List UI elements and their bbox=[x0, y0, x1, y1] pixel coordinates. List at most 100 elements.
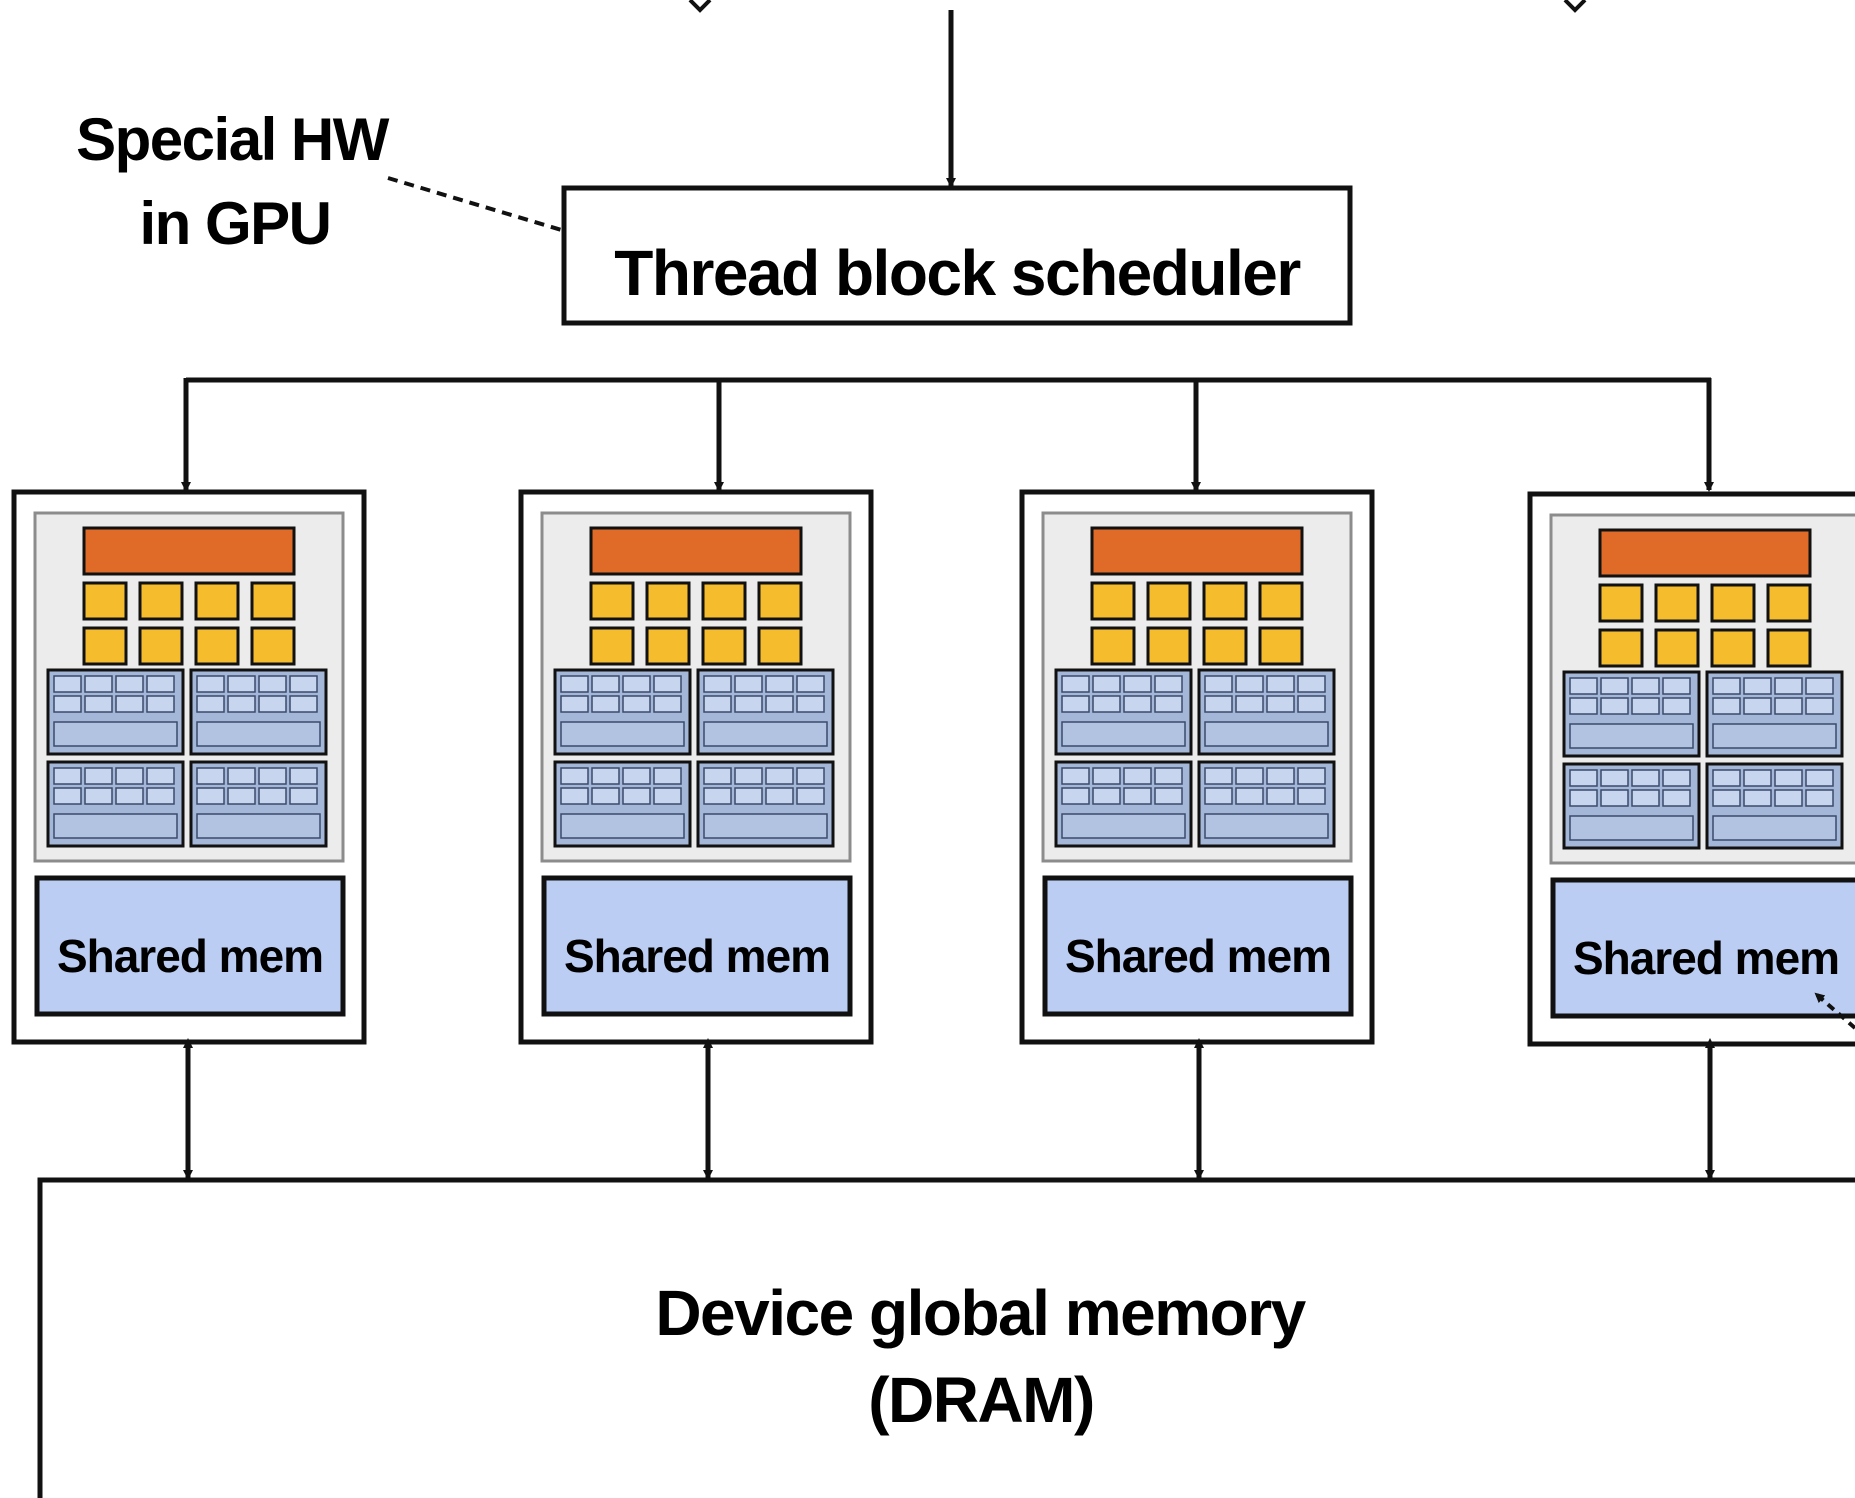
simd-lane bbox=[1712, 789, 1741, 807]
exec-unit bbox=[1710, 583, 1756, 623]
simd-lane bbox=[734, 787, 763, 805]
simd-lane bbox=[1774, 697, 1803, 715]
simd-lane bbox=[765, 787, 794, 805]
simd-lane bbox=[196, 675, 225, 693]
simd-lane bbox=[1712, 769, 1741, 787]
simd-lane bbox=[734, 695, 763, 713]
shared-mem-box bbox=[34, 875, 346, 1017]
simd-lane bbox=[53, 787, 82, 805]
simd-lane bbox=[1297, 767, 1326, 785]
shared-mem-box bbox=[541, 875, 853, 1017]
simd-lane bbox=[765, 767, 794, 785]
fetch-decode-unit bbox=[589, 526, 803, 576]
exec-unit bbox=[1202, 581, 1248, 621]
simd-lane bbox=[53, 675, 82, 693]
simd-lane bbox=[1600, 697, 1629, 715]
simd-lane bbox=[1061, 767, 1090, 785]
shared-mem-label: Shared mem bbox=[57, 930, 323, 982]
simd-lane bbox=[1123, 695, 1152, 713]
exec-unit bbox=[250, 581, 296, 621]
simd-register-bar bbox=[1204, 813, 1329, 839]
simd-lane bbox=[796, 767, 825, 785]
simd-lane bbox=[53, 695, 82, 713]
simd-lane bbox=[734, 675, 763, 693]
simd-register-bar bbox=[703, 813, 828, 839]
exec-unit bbox=[757, 581, 803, 621]
simd-lane bbox=[703, 787, 732, 805]
simd-register-bar bbox=[560, 721, 685, 747]
shared-mem-dotted-pointer bbox=[1814, 992, 1855, 1030]
thread-block-scheduler-box bbox=[561, 185, 1353, 326]
simd-lane bbox=[1297, 675, 1326, 693]
simd-register-bar bbox=[53, 721, 178, 747]
simd-lane bbox=[1154, 787, 1183, 805]
simd-lane bbox=[1743, 697, 1772, 715]
fetch-decode-unit bbox=[1598, 528, 1812, 578]
simd-lane bbox=[1600, 677, 1629, 695]
simd-lane bbox=[622, 787, 651, 805]
simd-lane bbox=[146, 675, 175, 693]
simd-lane bbox=[1631, 769, 1660, 787]
exec-unit bbox=[1598, 628, 1644, 668]
exec-unit bbox=[82, 581, 128, 621]
simd-lane bbox=[703, 695, 732, 713]
simd-lane bbox=[1297, 787, 1326, 805]
simd-lane bbox=[560, 675, 589, 693]
exec-unit bbox=[645, 626, 691, 666]
exec-unit bbox=[1766, 628, 1812, 668]
simd-lane bbox=[1123, 767, 1152, 785]
simd-lane bbox=[1662, 677, 1691, 695]
simd-lane bbox=[1662, 789, 1691, 807]
simd-register-bar bbox=[53, 813, 178, 839]
simd-lane bbox=[1092, 675, 1121, 693]
simd-lane bbox=[1061, 695, 1090, 713]
simd-lane bbox=[289, 767, 318, 785]
exec-unit bbox=[1598, 583, 1644, 623]
simd-register-bar bbox=[703, 721, 828, 747]
simd-lane bbox=[560, 787, 589, 805]
thread-block-scheduler-label: Thread block scheduler bbox=[614, 237, 1300, 309]
simd-register-bar bbox=[196, 721, 321, 747]
exec-unit bbox=[138, 581, 184, 621]
simd-lane bbox=[1235, 675, 1264, 693]
simd-lane bbox=[765, 675, 794, 693]
simd-register-bar bbox=[1204, 721, 1329, 747]
simd-lane bbox=[1743, 677, 1772, 695]
exec-unit bbox=[589, 626, 635, 666]
simd-lane bbox=[1297, 695, 1326, 713]
simd-lane bbox=[258, 695, 287, 713]
fetch-decode-unit bbox=[82, 526, 296, 576]
simd-lane bbox=[1662, 769, 1691, 787]
simd-lane bbox=[591, 787, 620, 805]
simd-lane bbox=[1569, 789, 1598, 807]
exec-unit bbox=[250, 626, 296, 666]
simd-lane bbox=[1154, 675, 1183, 693]
memory-links bbox=[183, 1038, 1715, 1180]
simd-lane bbox=[1774, 769, 1803, 787]
simd-lane bbox=[1712, 677, 1741, 695]
simd-lane bbox=[591, 695, 620, 713]
simd-lane bbox=[1662, 697, 1691, 715]
simd-lane bbox=[258, 787, 287, 805]
simd-lane bbox=[1774, 677, 1803, 695]
shared-mem-label: Shared mem bbox=[564, 930, 830, 982]
shared-mem-box bbox=[1550, 877, 1855, 1019]
simd-lane bbox=[703, 767, 732, 785]
simd-lane bbox=[289, 787, 318, 805]
simd-lane bbox=[196, 767, 225, 785]
simd-lane bbox=[1235, 695, 1264, 713]
simd-lane bbox=[622, 695, 651, 713]
simd-lane bbox=[115, 767, 144, 785]
annotation-line2: in GPU bbox=[139, 190, 330, 257]
simd-lane bbox=[1154, 767, 1183, 785]
simd-lane bbox=[1743, 789, 1772, 807]
simd-lane bbox=[796, 787, 825, 805]
simd-lane bbox=[227, 675, 256, 693]
top-clipped-glyphs bbox=[688, 0, 1587, 13]
simd-lane bbox=[146, 767, 175, 785]
simd-lane bbox=[703, 675, 732, 693]
simd-lane bbox=[258, 675, 287, 693]
shared-mem-label: Shared mem bbox=[1573, 932, 1839, 984]
simd-lane bbox=[1805, 677, 1834, 695]
